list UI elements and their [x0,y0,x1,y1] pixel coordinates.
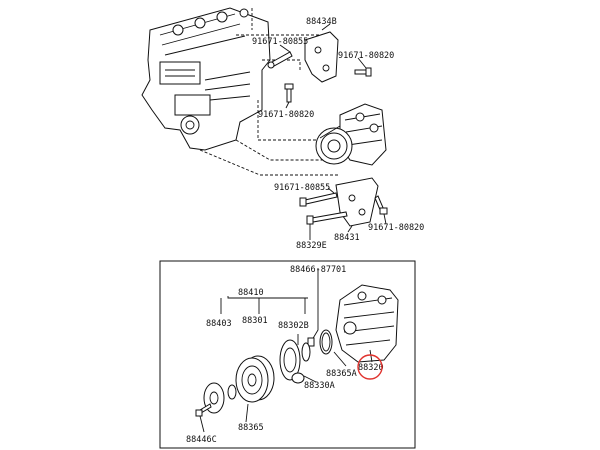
bolt-icon [354,67,372,77]
clutch-plate-icon [279,339,301,381]
label-91671-80820-low: 91671-80820 [368,223,424,233]
label-91671-80855-top: 91671-80855 [252,37,308,47]
label-88410: 88410 [238,288,264,298]
label-88320: 88320 [358,363,384,373]
label-91671-80820-mid: 91671-80820 [258,110,314,120]
label-88431: 88431 [334,233,360,243]
label-88466-87701: 88466-87701 [290,265,346,275]
snap-ring-icon [301,342,311,362]
label-88365a: 88365A [326,369,357,379]
detail-frame [159,260,416,449]
bolt-icon [306,211,348,225]
bolt-icon [299,192,338,207]
label-88403: 88403 [206,319,232,329]
label-88434b: 88434B [306,17,337,27]
bolt-icon [195,403,212,417]
snap-ring-icon [227,384,237,400]
snap-ring-icon [291,372,305,384]
bolt-icon [374,195,388,215]
label-88446c: 88446C [186,435,217,445]
upper-bracket-icon [304,31,339,83]
label-88329e: 88329E [296,241,327,251]
bolt-icon [284,83,294,103]
label-88301: 88301 [242,316,268,326]
label-91671-80855-low: 91671-80855 [274,183,330,193]
label-91671-80820-top: 91671-80820 [338,51,394,61]
snap-ring-icon [319,329,333,355]
highlight-ring [357,354,383,380]
bolt-icon [267,51,293,69]
label-88330a: 88330A [304,381,335,391]
label-88302b: 88302B [278,321,309,331]
lower-bracket-icon [335,177,379,227]
pulley-icon [235,355,275,403]
label-88365: 88365 [238,423,264,433]
compressor-icon [315,103,387,166]
compressor-icon [335,284,399,363]
engine-block-icon [141,7,271,151]
